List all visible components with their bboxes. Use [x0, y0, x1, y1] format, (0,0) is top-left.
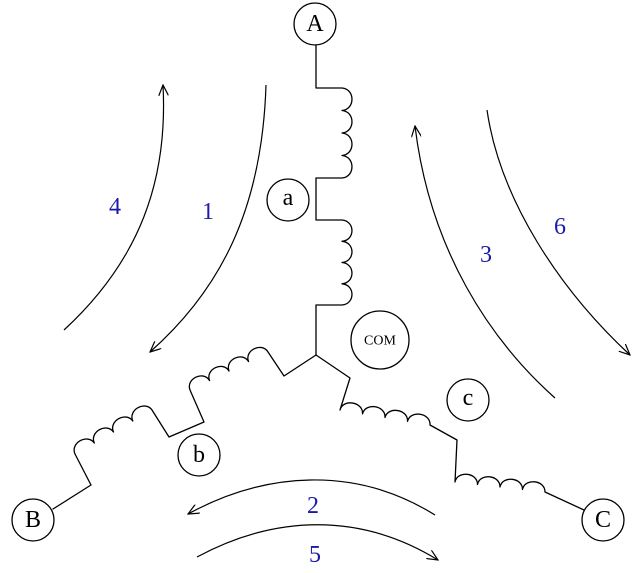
terminal-a: a	[266, 178, 310, 222]
step-label-3: 3	[480, 242, 492, 268]
terminal-b: b	[177, 433, 221, 477]
terminal-b-label: b	[193, 442, 205, 468]
step-labels: 1 2 3 4 5 6	[109, 194, 566, 568]
terminals: A B C a b c COM	[11, 2, 625, 542]
terminal-c: c	[446, 378, 490, 422]
step-label-2: 2	[307, 493, 319, 519]
arrow-step-1	[150, 84, 267, 352]
step-label-6: 6	[554, 214, 566, 240]
step-label-5: 5	[309, 542, 321, 568]
step-label-1: 1	[202, 199, 214, 225]
terminal-A-label: A	[306, 11, 324, 37]
terminal-A: A	[293, 2, 337, 46]
windings	[52, 44, 585, 511]
terminal-B-label: B	[25, 507, 41, 533]
arrow-step-4	[63, 85, 164, 331]
arrow-step-6	[486, 109, 630, 355]
terminal-B: B	[11, 498, 55, 542]
terminal-a-label: a	[283, 185, 294, 211]
terminal-C: C	[581, 498, 625, 542]
arrow-step-5	[196, 524, 438, 560]
winding-b-wire	[52, 346, 317, 510]
step-label-4: 4	[109, 194, 121, 220]
arrow-step-3	[415, 126, 556, 399]
rotation-arrows	[63, 84, 630, 560]
terminal-com: COM	[350, 310, 410, 370]
terminal-c-label: c	[463, 385, 474, 411]
arrow-step-2	[188, 479, 436, 516]
winding-c-wire	[315, 354, 585, 511]
terminal-com-label: COM	[364, 334, 396, 349]
terminal-C-label: C	[595, 507, 611, 533]
winding-a-wire	[315, 44, 353, 356]
